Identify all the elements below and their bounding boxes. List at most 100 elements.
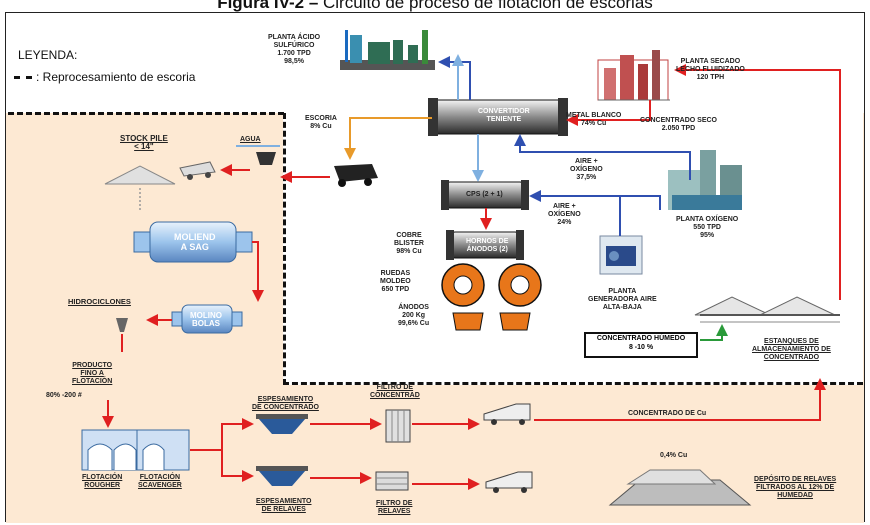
label-line: PLANTA bbox=[608, 288, 637, 295]
label-line: 95% bbox=[700, 232, 715, 239]
dry-concentrate-label: CONCENTRADO SECO 2.050 TPD bbox=[640, 117, 717, 133]
caption-text: Circuito de proceso de flotación de esco… bbox=[323, 0, 653, 12]
water-tank-icon bbox=[236, 145, 280, 165]
stock-pile-label: STOCK PILE < 14" bbox=[120, 135, 168, 151]
label-line: RUEDAS bbox=[380, 270, 411, 277]
label-line: ESPESAMIENTO bbox=[256, 498, 312, 505]
label-line: A SAG bbox=[180, 242, 209, 252]
label-line: METAL BLANCO bbox=[566, 112, 622, 119]
label-line: FILTRO DE bbox=[376, 384, 414, 391]
label-line: DEPÓSITO DE RELAVES bbox=[754, 476, 837, 483]
tailings-grade-label: 0,4% Cu bbox=[660, 452, 688, 459]
acid-plant-label: PLANTA ÁCIDO SULFÚRICO 1.700 TPD 98,5% bbox=[268, 34, 320, 66]
acid-plant-icon bbox=[340, 30, 435, 70]
air-generator-icon bbox=[599, 235, 643, 275]
label-line: 8% Cu bbox=[310, 123, 332, 130]
label-line: FILTRO DE bbox=[376, 500, 413, 507]
label-line: 550 TPD bbox=[693, 224, 721, 231]
label-line: OXÍGENO bbox=[548, 211, 581, 218]
oxygen-plant-label: PLANTA OXÍGENO 550 TPD 95% bbox=[676, 216, 738, 240]
label-line: TENIENTE bbox=[486, 116, 522, 123]
sag-mill-icon bbox=[133, 221, 253, 263]
cps-label: CPS (2 + 1) bbox=[466, 191, 503, 198]
label-line: AIRE + bbox=[574, 158, 598, 165]
mesh-size-label: 80% -200 # bbox=[46, 392, 82, 399]
anode-furnace-label: HORNOS DE ÁNODOS (2) bbox=[466, 238, 508, 254]
label-line: ESPESAMIENTO bbox=[257, 396, 314, 403]
tailings-thickener-icon bbox=[256, 466, 308, 486]
label-line: FINO A bbox=[80, 370, 104, 377]
dashed-line-icon bbox=[14, 76, 32, 80]
label-line: HORNOS DE bbox=[466, 238, 509, 245]
label-line: CONCENTRAD bbox=[370, 392, 420, 399]
label-line: ROUGHER bbox=[84, 482, 121, 489]
label-line: BOLAS bbox=[192, 319, 220, 328]
flotation-cells-icon bbox=[81, 429, 190, 471]
copper-concentrate-label: CONCENTRADO DE Cu bbox=[628, 410, 707, 417]
storage-tanks-label: ESTANQUES DE ALMACENAMIENTO DE CONCENTRA… bbox=[752, 338, 831, 362]
concentrate-thickener-icon bbox=[256, 414, 308, 434]
hydrocyclones-label: HIDROCICLONES bbox=[68, 297, 131, 306]
label-line: PLANTA OXÍGENO bbox=[676, 216, 739, 223]
tailings-truck-icon bbox=[485, 471, 533, 493]
label-line: DE RELAVES bbox=[261, 506, 306, 513]
air-oxygen-label-2: AIRE + OXÍGENO 24% bbox=[548, 203, 581, 227]
tailings-filter-icon bbox=[375, 471, 409, 491]
legend-item: : Reprocesamiento de escoria bbox=[14, 70, 195, 84]
label-line: FLOTACIÓN bbox=[72, 378, 113, 385]
label-line: ALTA-BAJA bbox=[602, 304, 642, 311]
concentrate-filter-icon bbox=[385, 409, 411, 443]
label-line: PLANTA ÁCIDO bbox=[268, 34, 321, 41]
label-line: OXÍGENO bbox=[570, 166, 603, 173]
label-line: PRODUCTO bbox=[72, 362, 113, 369]
label-line: 74% Cu bbox=[581, 120, 607, 127]
label-line: LECHO FLUIDIZADO bbox=[676, 66, 745, 73]
anodes-label: ÁNODOS 200 Kg 99,6% Cu bbox=[398, 304, 429, 328]
anode-furnace-icon bbox=[446, 230, 524, 260]
anode-molds-icon bbox=[452, 312, 531, 331]
white-metal-label: METAL BLANCO 74% Cu bbox=[566, 112, 621, 128]
label-line: RELAVES bbox=[377, 508, 411, 515]
label-line: GENERADORA AIRE bbox=[588, 296, 657, 303]
label-line: 24% bbox=[557, 219, 572, 226]
tailings-deposit-icon bbox=[608, 469, 752, 506]
concentrate-filter-label: FILTRO DE CONCENTRAD bbox=[370, 384, 420, 400]
label-line: ESCORIA bbox=[305, 115, 337, 122]
reprocessing-boundary-top bbox=[8, 112, 284, 115]
label-line: 8 -10 % bbox=[628, 344, 654, 351]
label-line: 650 TPD bbox=[381, 286, 410, 293]
casting-wheels-icon bbox=[441, 263, 542, 307]
tailings-filter-label: FILTRO DE RELAVES bbox=[376, 500, 412, 516]
label-line: 200 Kg bbox=[402, 312, 426, 319]
slag-label: ESCORIA 8% Cu bbox=[305, 115, 337, 131]
flow-lines bbox=[102, 54, 841, 490]
label-line: 1.700 TPD bbox=[277, 50, 311, 57]
label-line: STOCK PILE bbox=[120, 134, 168, 143]
label-line: AIRE + bbox=[552, 203, 576, 210]
water-label: AGUA bbox=[240, 136, 261, 143]
label-line: ALMACENAMIENTO DE bbox=[752, 346, 831, 353]
label-line: MOLDEO bbox=[380, 278, 411, 285]
label-line: ÁNODOS (2) bbox=[466, 246, 508, 253]
label-line: SCAVENGER bbox=[138, 482, 182, 489]
hydrocyclone-icon bbox=[116, 318, 128, 332]
label-line: 99,6% Cu bbox=[398, 320, 430, 327]
air-oxygen-label-1: AIRE + OXÍGENO 37,5% bbox=[570, 158, 603, 182]
tailings-thickening-label: ESPESAMIENTO DE RELAVES bbox=[256, 498, 312, 514]
converter-label: CONVERTIDOR TENIENTE bbox=[478, 108, 530, 124]
casting-wheels-label: RUEDAS MOLDEO 650 TPD bbox=[380, 270, 411, 294]
legend-title: LEYENDA: bbox=[18, 48, 78, 62]
label-line: PLANTA SECADO bbox=[680, 58, 741, 65]
label-line: 37,5% bbox=[576, 174, 597, 181]
label-line: 98% Cu bbox=[396, 248, 422, 255]
figure-caption: Figura IV-2 – Circuito de proceso de flo… bbox=[0, 0, 870, 14]
drying-plant-label: PLANTA SECADO LECHO FLUIDIZADO 120 TPH bbox=[676, 58, 745, 82]
label-line: 2.050 TPD bbox=[661, 125, 696, 132]
label-line: CONCENTRADO SECO bbox=[640, 117, 718, 124]
caption-prefix: Figura IV-2 – bbox=[217, 0, 323, 12]
concentrate-thickening-label: ESPESAMIENTO DE CONCENTRADO bbox=[252, 396, 319, 412]
legend-item-text: : Reprocesamiento de escoria bbox=[36, 70, 196, 84]
rougher-label: FLOTACIÓN ROUGHER bbox=[82, 474, 122, 490]
